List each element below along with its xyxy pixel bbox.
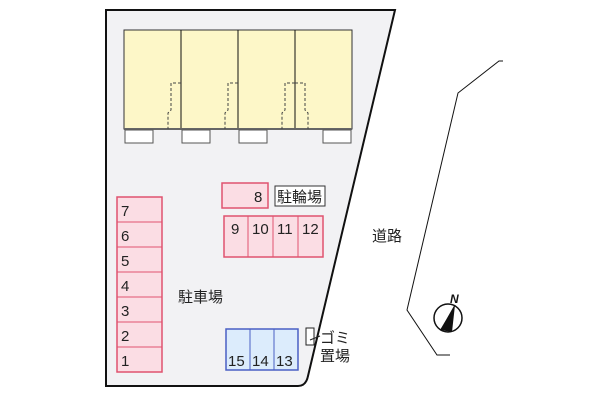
garbage-label-line2: 置場: [320, 347, 350, 365]
parking-space-11: 11: [277, 221, 293, 238]
parking-space-12: 12: [302, 221, 319, 238]
parking-space-10: 10: [252, 221, 269, 238]
parking-space-14: 14: [252, 353, 269, 370]
north-compass-icon: N: [433, 292, 463, 333]
parking-space-4: 4: [121, 278, 129, 295]
bicycle-parking-box: [274, 185, 326, 207]
parking-space-5: 5: [121, 253, 129, 270]
parking-space-6: 6: [121, 228, 129, 245]
road-label: 道路: [372, 227, 402, 245]
parking-space-3: 3: [121, 303, 129, 320]
parking-space-8-box: [221, 182, 269, 209]
parking-row-bottom: 15 14 13: [225, 328, 299, 371]
parking-space-7: 7: [121, 203, 129, 220]
parking-space-15: 15: [228, 353, 245, 370]
parking-row-middle: 9 10 11 12: [223, 215, 324, 258]
parking-space-1: 1: [121, 353, 129, 370]
garbage-label-line1: ゴミ: [320, 329, 350, 347]
garbage-leader-line: [309, 335, 321, 341]
parking-space-2: 2: [121, 328, 129, 345]
building: [123, 29, 353, 144]
north-label: N: [450, 292, 459, 306]
parking-space-9: 9: [231, 221, 239, 238]
parking-lot-label: 駐車場: [178, 288, 223, 306]
parking-space-8: 8: [254, 189, 262, 206]
road-edge-line: [406, 60, 503, 356]
parking-column-left: 7 6 5 4 3 2 1: [116, 196, 163, 373]
bicycle-parking-label: 駐輪場: [277, 188, 322, 206]
garbage-area-box: [305, 327, 315, 346]
parking-space-13: 13: [276, 353, 293, 370]
